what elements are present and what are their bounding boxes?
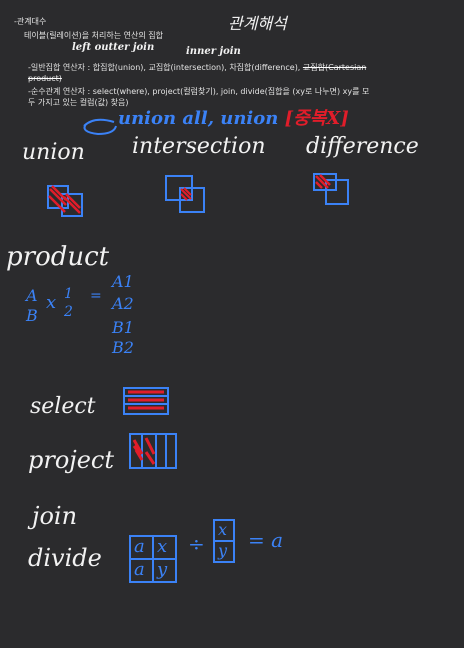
product-set-b-2: 2	[64, 304, 73, 320]
select-row-hatch	[128, 390, 164, 410]
no-duplicate-note: [중복X]	[284, 108, 349, 129]
divide-result: = a	[248, 528, 284, 552]
intro-line: 테이블(릴레이션)을 처리하는 연산의 집합	[24, 31, 163, 40]
union-label: union	[22, 140, 85, 165]
select-label: select	[30, 394, 96, 419]
product-set-a-2: B	[26, 306, 38, 325]
outer-join-note: left outter join	[72, 42, 155, 53]
divide-cell-x: x	[157, 536, 168, 557]
product-result-1: A1	[112, 272, 134, 291]
product-result-4: B2	[112, 338, 134, 357]
pure-relational-operators-line: -순수관계 연산자 : select(where), project(컬럼찾기)…	[28, 87, 370, 96]
union-box-b	[61, 193, 83, 217]
join-label: join	[32, 502, 78, 530]
union-fill-hatch	[48, 185, 81, 214]
intersection-label: intersection	[132, 134, 266, 159]
pen-swirl-mark	[83, 118, 117, 136]
divide-label: divide	[28, 544, 102, 572]
product-equals-sign: =	[90, 288, 102, 304]
handwritten-heading: 관계해석	[228, 14, 287, 33]
divisor-cell-y: y	[218, 541, 228, 560]
project-table	[129, 433, 177, 469]
intersection-fill-hatch	[180, 187, 192, 201]
product-result-2: A2	[112, 294, 134, 313]
general-set-operators-text: -일반집합 연산자 : 합집합(union), 교집합(intersection…	[28, 63, 303, 72]
divide-cell-a2: a	[134, 559, 145, 580]
intersection-box-b	[179, 187, 205, 213]
project-label: project	[28, 446, 115, 474]
cartesian-strike-text: 교집합(Cartesian	[302, 63, 367, 72]
divide-operator: ÷	[188, 532, 205, 556]
difference-fill-hatch	[315, 174, 331, 189]
product-label: product	[6, 242, 110, 272]
product-cross-sign: x	[46, 292, 57, 313]
project-column-hatch	[132, 437, 156, 465]
pure-relational-operators-line2: 두 가지고 있는 컬럼(값) 찾음)	[28, 98, 129, 107]
select-table	[123, 387, 169, 415]
product-strike-text: product)	[28, 74, 62, 83]
divide-cell-y: y	[157, 559, 168, 580]
general-set-operators-line: -일반집합 연산자 : 합집합(union), 교집합(intersection…	[28, 62, 366, 73]
product-set-b-1: 1	[64, 286, 73, 302]
inner-join-note: inner join	[186, 46, 241, 57]
union-all-text: union all, union	[118, 108, 279, 129]
divide-cell-a1: a	[134, 536, 145, 557]
difference-label: difference	[306, 134, 419, 159]
divisor-cell-x: x	[218, 520, 228, 539]
difference-box-b	[325, 179, 349, 205]
product-set-a-1: A	[26, 286, 38, 305]
product-result-3: B1	[112, 318, 134, 337]
union-all-note: union all, union [중복X]	[118, 104, 349, 130]
section-title: -관계대수	[14, 17, 47, 26]
